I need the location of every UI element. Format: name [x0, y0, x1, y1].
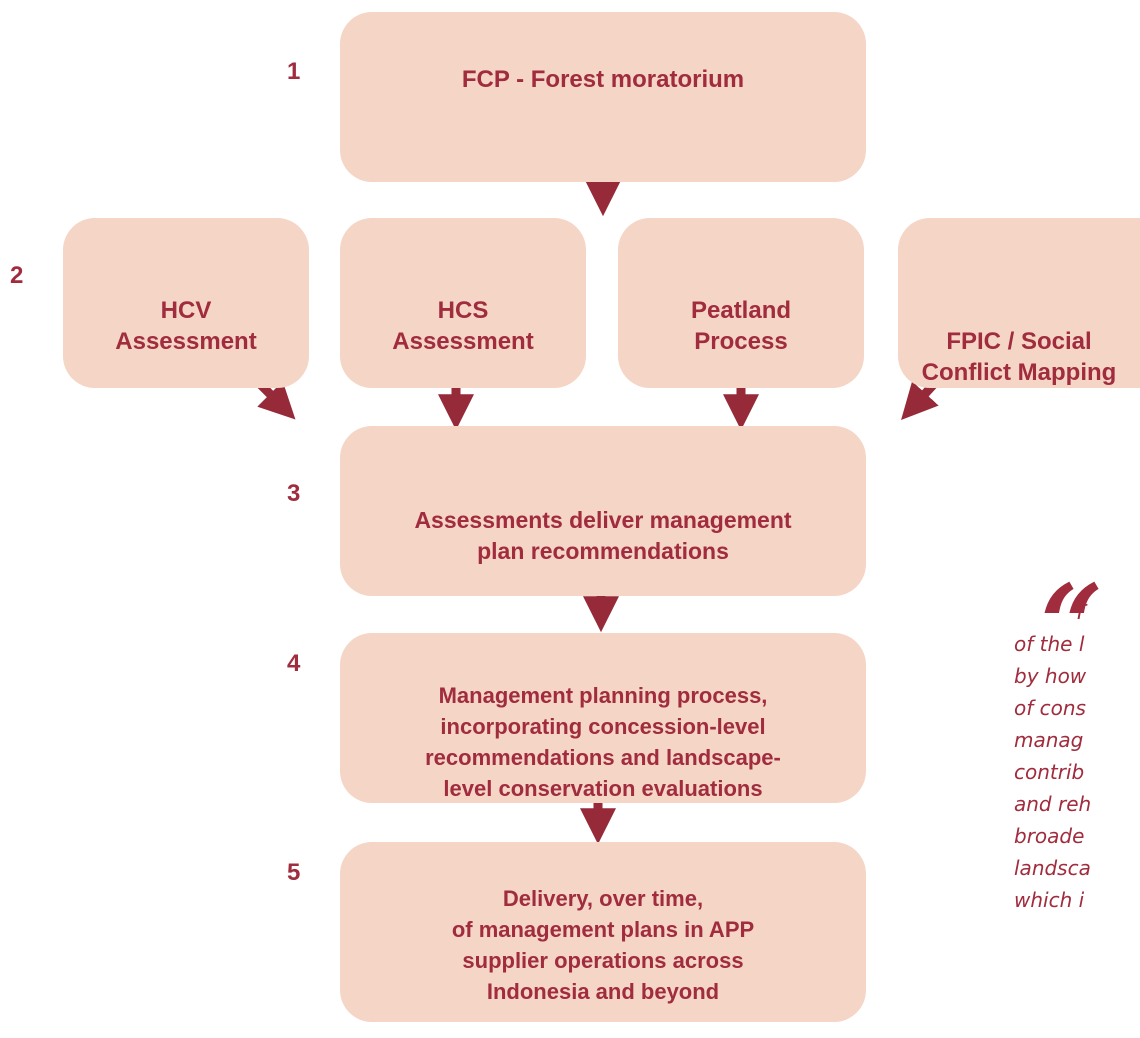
quote-line: and reh	[1014, 792, 1092, 816]
quote-line: contrib	[1014, 760, 1085, 784]
step-5-box: Delivery, over time, of management plans…	[340, 842, 866, 1022]
quote-line: of cons	[1014, 696, 1086, 720]
step-5-label: Delivery, over time, of management plans…	[451, 886, 755, 1004]
hcv-assessment-label: HCV Assessment	[115, 297, 257, 355]
step-3-box: Assessments deliver management plan reco…	[340, 426, 866, 596]
step-2-peatland-box: Peatland Process	[618, 218, 864, 388]
step-2-hcv-box: HCV Assessment	[63, 218, 309, 388]
peatland-process-label: Peatland Process	[690, 297, 792, 355]
pull-quote: T of the l by how of cons manag contrib …	[1014, 596, 1140, 916]
step-number-2: 2	[10, 262, 24, 289]
step-number-3: 3	[287, 480, 301, 507]
step-3-label: Assessments deliver management plan reco…	[414, 507, 792, 564]
quote-line: T	[1074, 600, 1087, 624]
quote-line: landsca	[1014, 856, 1091, 880]
step-4-box: Management planning process, incorporati…	[340, 633, 866, 803]
fpic-social-conflict-label: FPIC / Social Conflict Mapping	[921, 328, 1117, 386]
arrow-fpic-to-3	[901, 380, 939, 420]
step-number-5: 5	[287, 859, 301, 886]
step-2-fpic-box: FPIC / Social Conflict Mapping	[898, 218, 1140, 388]
hcs-assessment-label: HCS Assessment	[392, 297, 534, 355]
quote-line: by how	[1014, 664, 1087, 688]
quote-line: of the l	[1014, 632, 1085, 656]
step-number-4: 4	[287, 650, 301, 677]
quote-line: manag	[1014, 728, 1084, 752]
step-2-hcs-box: HCS Assessment	[340, 218, 586, 388]
quote-line: broade	[1014, 824, 1085, 848]
step-4-label: Management planning process, incorporati…	[425, 683, 781, 801]
quote-mark-icon: “	[1040, 560, 1104, 689]
step-number-1: 1	[287, 58, 301, 85]
step-1-box: FCP - Forest moratorium	[340, 12, 866, 182]
step-1-label: FCP - Forest moratorium	[461, 66, 745, 93]
quote-line: which i	[1014, 888, 1085, 912]
